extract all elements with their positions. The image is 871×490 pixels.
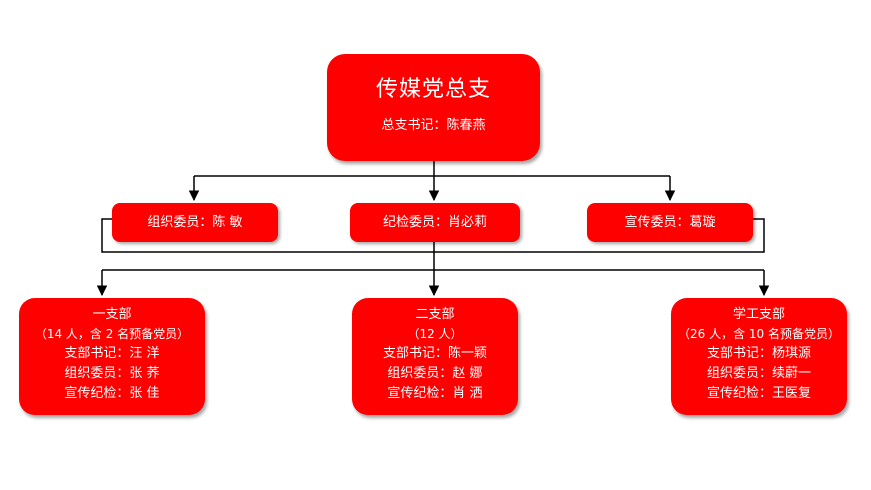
root-node-box: 传媒党总支 总支书记：陈春燕 bbox=[327, 54, 540, 161]
branch-3-box: 学工支部 （26 人，含 10 名预备党员） 支部书记：杨琪源 组织委员：续蔚一… bbox=[671, 298, 847, 415]
committee-propaganda-box: 宣传委员：葛璇 bbox=[587, 203, 753, 242]
branch-1-box: 一支部 （14 人，含 2 名预备党员） 支部书记：汪 洋 组织委员：张 荞 宣… bbox=[19, 298, 205, 415]
branch-1-propaganda: 宣传纪检：张 佳 bbox=[64, 386, 160, 401]
committee-organizer-box: 组织委员：陈 敏 bbox=[112, 203, 278, 242]
root-secretary: 总支书记：陈春燕 bbox=[381, 118, 486, 133]
branch-1-count: （14 人，含 2 名预备党员） bbox=[34, 327, 190, 341]
committee-propaganda-label: 宣传委员：葛璇 bbox=[624, 215, 716, 230]
root-title: 传媒党总支 bbox=[375, 77, 491, 102]
branch-3-secretary: 支部书记：杨琪源 bbox=[706, 346, 811, 361]
committee-organizer-label: 组织委员：陈 敏 bbox=[147, 215, 243, 230]
committee-discipline-box: 纪检委员：肖必莉 bbox=[350, 203, 520, 242]
branch-2-organizer: 组织委员：赵 娜 bbox=[387, 366, 483, 381]
branch-2-count: （12 人） bbox=[407, 327, 463, 341]
branch-1-secretary: 支部书记：汪 洋 bbox=[64, 346, 160, 361]
branch-2-propaganda: 宣传纪检：肖 洒 bbox=[387, 386, 483, 401]
branch-2-secretary: 支部书记：陈一颖 bbox=[382, 346, 487, 361]
branch-1-organizer: 组织委员：张 荞 bbox=[64, 366, 160, 381]
branch-2-name: 二支部 bbox=[415, 307, 455, 322]
branch-3-organizer: 组织委员：续蔚一 bbox=[706, 366, 811, 381]
branch-3-name: 学工支部 bbox=[732, 307, 785, 322]
committee-discipline-label: 纪检委员：肖必莉 bbox=[382, 215, 487, 230]
branch-1-name: 一支部 bbox=[92, 307, 132, 322]
branch-3-propaganda: 宣传纪检：王医复 bbox=[706, 386, 811, 401]
branch-3-count: （26 人，含 10 名预备党员） bbox=[678, 327, 840, 341]
branch-2-box: 二支部 （12 人） 支部书记：陈一颖 组织委员：赵 娜 宣传纪检：肖 洒 bbox=[352, 298, 518, 415]
